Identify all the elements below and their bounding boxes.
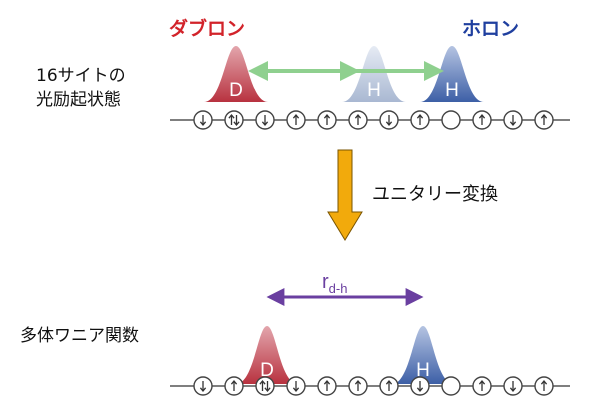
spin-up-icon (323, 379, 331, 391)
lattice-site-down (286, 376, 306, 396)
transform-arrow (327, 149, 363, 241)
bottom-peaks: D H (236, 326, 454, 384)
spin-up-icon (385, 379, 393, 391)
holon-peak: H (392, 326, 454, 384)
holon-header: ホロン (462, 18, 520, 40)
wannier-label: 多体ワニア関数 (20, 326, 139, 346)
spin-up-icon (478, 379, 486, 391)
distance-sub: d-h (329, 281, 348, 296)
lattice-site-up (534, 110, 554, 130)
lattice-site-up (348, 376, 368, 396)
lattice-site-up (379, 376, 399, 396)
lattice-site-down (410, 376, 430, 396)
lattice-site-up (472, 376, 492, 396)
spin-up-icon (540, 113, 548, 125)
lattice-site-up (410, 110, 430, 130)
lattice-site-up (534, 376, 554, 396)
spin-down-icon (264, 381, 271, 393)
lattice-site-down (379, 110, 399, 130)
spin-up-icon (540, 379, 548, 391)
lattice-site-down (255, 110, 275, 130)
lattice-site-up (348, 110, 368, 130)
spin-down-icon (199, 115, 207, 127)
top-site-chain (170, 110, 570, 130)
lattice-site-updown (255, 376, 275, 396)
doublon-header: ダブロン (169, 18, 246, 40)
doublon-peak: D (236, 326, 298, 384)
spin-up-icon (259, 379, 266, 391)
spin-down-icon (233, 115, 240, 127)
holon-faded-peak-letter: H (367, 80, 381, 101)
lattice-site-empty (441, 110, 461, 130)
spin-up-icon (230, 379, 238, 391)
lattice-site-down (193, 110, 213, 130)
distance-main: r (322, 271, 329, 293)
holon-peak-faded: H (342, 46, 406, 102)
spin-down-icon (509, 115, 517, 127)
doublon-peak: D (204, 46, 268, 102)
holon-peak: H (420, 46, 484, 102)
lattice-site-up (317, 376, 337, 396)
bottom-site-chain (170, 376, 570, 396)
distance-label: rd-h (322, 271, 347, 296)
lattice-site-empty (441, 376, 461, 396)
lattice-site-up (224, 376, 244, 396)
lattice-site-down (503, 376, 523, 396)
holon-peak-letter: H (445, 80, 459, 101)
lattice-site-updown (224, 110, 244, 130)
top-peaks: D H H (204, 46, 484, 102)
spin-down-icon (416, 381, 424, 393)
lattice-site-up (286, 110, 306, 130)
spin-up-icon (354, 379, 362, 391)
holon-peak-letter: H (416, 360, 430, 381)
state-label-line2: 光励起状態 (36, 90, 121, 110)
spin-down-icon (509, 381, 517, 393)
lattice-site-up (472, 110, 492, 130)
lattice-site-down (503, 110, 523, 130)
spin-up-icon (228, 113, 235, 125)
doublon-peak-letter: D (229, 80, 243, 101)
lattice-site-up (317, 110, 337, 130)
state-label-line1: 16サイトの (36, 66, 126, 86)
spin-up-icon (292, 113, 300, 125)
spin-down-icon (261, 115, 269, 127)
spin-down-icon (385, 115, 393, 127)
bottom-panel: rd-h D H (170, 271, 570, 396)
spin-down-icon (292, 381, 300, 393)
spin-up-icon (354, 113, 362, 125)
spin-down-icon (199, 381, 207, 393)
spin-up-icon (416, 113, 424, 125)
spin-up-icon (478, 113, 486, 125)
spin-up-icon (323, 113, 331, 125)
lattice-site-down (193, 376, 213, 396)
transform-label: ユニタリー変換 (372, 184, 498, 205)
doublon-peak-letter: D (260, 360, 274, 381)
top-panel: D H H (170, 46, 570, 130)
